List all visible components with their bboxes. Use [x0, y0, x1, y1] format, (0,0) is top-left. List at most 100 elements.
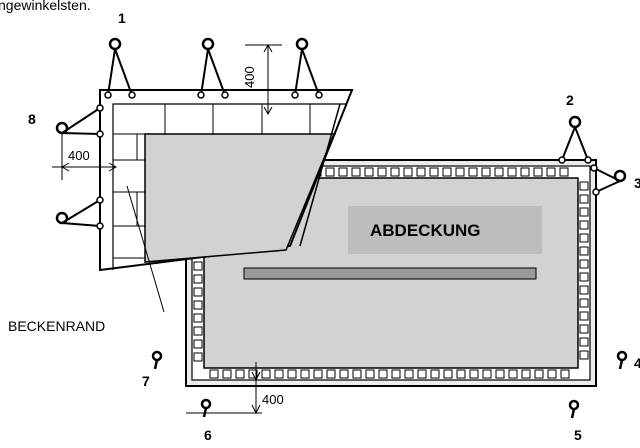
pool-edge-label: BECKENRAND — [8, 318, 105, 334]
hook-top-right — [291, 37, 323, 99]
edge-tile — [313, 369, 323, 379]
anchor-number-7: 7 — [142, 373, 150, 389]
edge-tile — [579, 324, 589, 334]
edge-tile — [235, 369, 245, 379]
edge-tile — [559, 167, 569, 177]
edge-tile — [579, 272, 589, 282]
cover-label: ABDECKUNG — [370, 221, 481, 240]
hook-7 — [151, 350, 163, 370]
edge-tile — [430, 369, 440, 379]
edge-tile — [403, 167, 413, 177]
edge-tile — [338, 167, 348, 177]
edge-tile — [300, 369, 310, 379]
edge-tile — [365, 369, 375, 379]
edge-tile — [547, 369, 557, 379]
edge-tile — [579, 311, 589, 321]
edge-tile — [482, 369, 492, 379]
anchor-number-3: 3 — [634, 175, 640, 191]
dim-bottom: 400 — [262, 392, 284, 407]
dim-left: 400 — [68, 148, 90, 163]
anchor-number-4: 4 — [634, 355, 640, 371]
edge-tile — [579, 337, 589, 347]
anchor-number-2: 2 — [566, 92, 574, 108]
edge-tile — [579, 298, 589, 308]
anchor-number-5: 5 — [574, 427, 582, 443]
edge-tile — [521, 369, 531, 379]
edge-tile — [416, 167, 426, 177]
edge-tile — [534, 369, 544, 379]
edge-tile — [222, 369, 232, 379]
anchor-hooks — [55, 37, 628, 419]
hook-5 — [568, 399, 580, 419]
edge-tile — [339, 369, 349, 379]
edge-tile — [377, 167, 387, 177]
anchor-number-6: 6 — [204, 427, 212, 443]
edge-tile — [494, 167, 504, 177]
fold-line — [299, 103, 341, 247]
edge-tile — [495, 369, 505, 379]
edge-tile — [533, 167, 543, 177]
edge-tile — [507, 167, 517, 177]
edge-tile — [261, 369, 271, 379]
caption-text: ngewinkelsten. — [0, 0, 91, 13]
edge-tile — [579, 285, 589, 295]
edge-tile — [546, 167, 556, 177]
edge-tile — [274, 369, 284, 379]
edge-tile — [579, 207, 589, 217]
edge-tile — [193, 339, 203, 349]
edge-tile — [352, 369, 362, 379]
edge-tile — [579, 181, 589, 191]
edge-tile — [520, 167, 530, 177]
edge-tile — [193, 287, 203, 297]
folded-cover — [144, 133, 336, 263]
edge-tiles — [193, 167, 589, 379]
hook-4 — [616, 350, 628, 370]
edge-tile — [508, 369, 518, 379]
edge-tile — [326, 369, 336, 379]
edge-tile — [193, 274, 203, 284]
edge-tile — [560, 369, 570, 379]
edge-tile — [469, 369, 479, 379]
edge-tile — [579, 220, 589, 230]
hook-8-upper — [55, 104, 104, 138]
edge-tile — [579, 194, 589, 204]
cover-strip — [243, 267, 537, 280]
dim-top: 400 — [242, 66, 257, 88]
edge-tile — [351, 167, 361, 177]
edge-tile — [456, 369, 466, 379]
hook-3 — [590, 164, 627, 196]
edge-tile — [391, 369, 401, 379]
edge-tile — [378, 369, 388, 379]
edge-tile — [443, 369, 453, 379]
edge-tile — [579, 246, 589, 256]
edge-tile — [579, 259, 589, 269]
edge-tile — [442, 167, 452, 177]
edge-tile — [404, 369, 414, 379]
hook-top-middle — [197, 37, 229, 99]
edge-tile — [193, 352, 203, 362]
edge-tile — [429, 167, 439, 177]
edge-tile — [468, 167, 478, 177]
edge-tile — [455, 167, 465, 177]
edge-tile — [364, 167, 374, 177]
anchor-number-8: 8 — [28, 111, 36, 127]
edge-tile — [579, 350, 589, 360]
edge-tile — [209, 369, 219, 379]
hook-6 — [200, 398, 212, 418]
edge-tile — [193, 326, 203, 336]
hook-2 — [558, 115, 592, 164]
edge-tile — [193, 300, 203, 310]
cover-label-box — [348, 206, 542, 254]
anchor-number-1: 1 — [118, 10, 126, 26]
edge-tile — [390, 167, 400, 177]
hook-1-left — [104, 37, 136, 99]
edge-tile — [481, 167, 491, 177]
edge-tile — [287, 369, 297, 379]
edge-tile — [417, 369, 427, 379]
folded-section — [99, 89, 354, 272]
hook-8-lower — [55, 196, 104, 230]
edge-tile — [325, 167, 335, 177]
dimension-lines — [52, 43, 282, 415]
edge-tile — [579, 233, 589, 243]
